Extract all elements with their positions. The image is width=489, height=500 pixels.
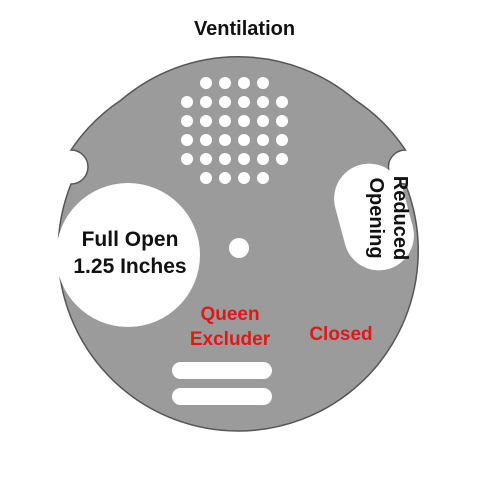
queen-excluder-slot-2[interactable] [172,388,272,405]
vent-hole [238,134,250,146]
vent-hole [200,77,212,89]
vent-hole [181,134,193,146]
vent-hole [219,77,231,89]
full-open-label-line2: 1.25 Inches [73,255,187,278]
queen-excluder-label-line2: Excluder [189,329,271,350]
full-open-hole[interactable] [56,183,200,327]
vent-hole [219,172,231,184]
vent-hole [200,134,212,146]
vent-hole [276,134,288,146]
center-pin-hole [229,238,249,258]
reduced-opening-label-line1: Reduced [389,175,411,261]
vent-hole [200,153,212,165]
vent-hole [181,153,193,165]
vent-hole [181,96,193,108]
queen-excluder-slot-1[interactable] [172,362,272,379]
vent-hole [238,172,250,184]
vent-hole [276,115,288,127]
vent-hole [276,96,288,108]
vent-hole [219,96,231,108]
vent-hole [200,172,212,184]
vent-hole [200,115,212,127]
vent-hole [257,77,269,89]
vent-hole [238,115,250,127]
vent-hole [181,115,193,127]
full-open-label: Full Open 1.25 Inches [60,226,200,280]
vent-holes-grid[interactable] [181,77,288,184]
full-open-label-line1: Full Open [81,228,179,251]
vent-hole [257,172,269,184]
reduced-opening-label-line2: Opening [365,177,387,259]
vent-hole [219,153,231,165]
reduced-opening-label-rotator: Reduced Opening [352,148,412,288]
reduced-opening-slot[interactable] [326,156,422,278]
vent-hole [257,115,269,127]
vent-hole [276,153,288,165]
vent-hole [200,96,212,108]
vent-hole [238,96,250,108]
diagram-title: Ventilation [193,18,296,40]
vent-hole [257,153,269,165]
vent-hole [257,134,269,146]
vent-hole [238,153,250,165]
vent-hole [219,115,231,127]
reduced-opening-label: Reduced Opening [364,148,412,288]
closed-label: Closed [309,324,373,345]
queen-excluder-label-line1: Queen [200,304,260,325]
queen-excluder-label: Queen Excluder [170,302,290,352]
vent-hole [219,134,231,146]
vent-hole [238,77,250,89]
vent-hole [257,96,269,108]
